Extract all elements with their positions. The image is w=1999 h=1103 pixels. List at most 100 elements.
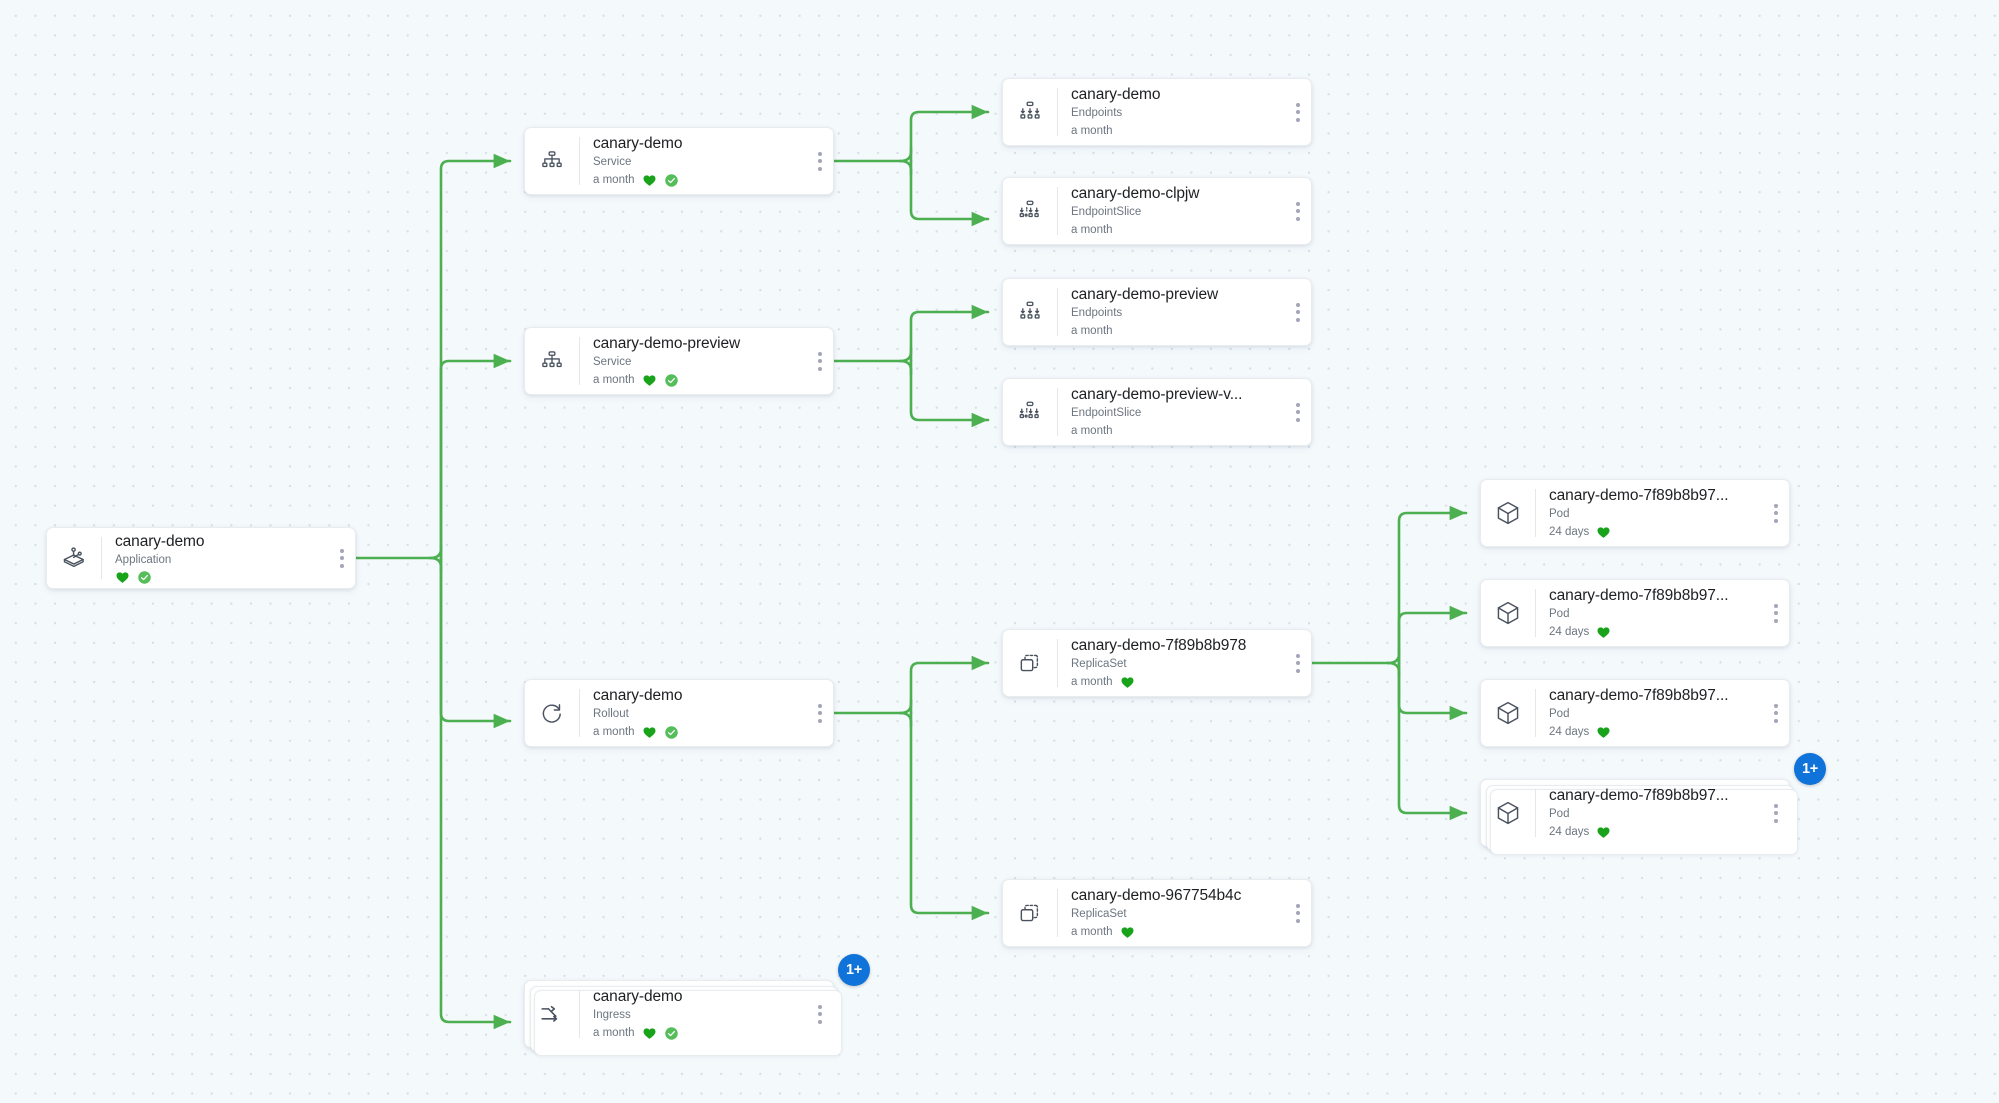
pod-icon	[1481, 480, 1535, 546]
node-title: canary-demo	[1071, 86, 1161, 103]
node-menu-kebab-icon[interactable]	[1763, 780, 1789, 846]
health-status-healthy-icon	[642, 373, 657, 388]
node-meta: a month	[1071, 674, 1279, 690]
health-status-healthy-icon	[1596, 725, 1611, 740]
node-body: canary-demo-7f89b8b97... Pod 24 days	[1536, 586, 1763, 640]
node-menu-kebab-icon[interactable]	[807, 981, 833, 1047]
node-title: canary-demo-7f89b8b97...	[1549, 487, 1729, 504]
node-age: 24 days	[1549, 826, 1590, 838]
service-icon	[525, 128, 579, 194]
node-age: a month	[593, 374, 635, 386]
node-kind: Endpoints	[1071, 307, 1123, 319]
node-divider	[1057, 639, 1058, 687]
node-menu-kebab-icon[interactable]	[1285, 379, 1311, 445]
node-meta: a month	[593, 372, 801, 388]
node-age: a month	[593, 1027, 635, 1039]
node-menu-kebab-icon[interactable]	[807, 680, 833, 746]
ingress-icon	[525, 981, 579, 1047]
node-count-badge[interactable]: 1+	[1794, 753, 1826, 785]
node-title: canary-demo-967754b4c	[1071, 887, 1242, 904]
pod-icon	[1481, 680, 1535, 746]
health-status-healthy-icon	[1120, 675, 1135, 690]
node-menu-kebab-icon[interactable]	[807, 328, 833, 394]
node-meta: a month	[1071, 423, 1279, 439]
node-divider	[1057, 388, 1058, 436]
resource-node-pod-13[interactable]: canary-demo-7f89b8b97... Pod 24 days	[1480, 779, 1798, 855]
node-age: a month	[1071, 676, 1113, 688]
node-age: 24 days	[1549, 526, 1590, 538]
node-menu-kebab-icon[interactable]	[1763, 680, 1789, 746]
node-title: canary-demo	[593, 988, 683, 1005]
node-kind: Pod	[1549, 808, 1570, 820]
node-menu-kebab-icon[interactable]	[1285, 880, 1311, 946]
node-kind: Ingress	[593, 1009, 631, 1021]
node-title: canary-demo-7f89b8b97...	[1549, 587, 1729, 604]
node-divider	[579, 990, 580, 1038]
endpointslice-icon	[1003, 379, 1057, 445]
node-count-badge[interactable]: 1+	[838, 954, 870, 986]
node-kind: ReplicaSet	[1071, 908, 1127, 920]
endpointslice-icon	[1003, 178, 1057, 244]
node-title: canary-demo-7f89b8b97...	[1549, 787, 1729, 804]
replicaset-icon	[1003, 880, 1057, 946]
node-kind: ReplicaSet	[1071, 658, 1127, 670]
node-meta: a month	[1071, 924, 1279, 940]
node-menu-kebab-icon[interactable]	[329, 528, 355, 588]
sync-status-synced-icon	[664, 373, 679, 388]
node-kind: Endpoints	[1071, 107, 1123, 119]
node-menu-kebab-icon[interactable]	[1763, 580, 1789, 646]
node-meta: a month	[1071, 323, 1279, 339]
resource-node-pod-11[interactable]: canary-demo-7f89b8b97... Pod 24 days	[1480, 579, 1790, 647]
health-status-healthy-icon	[1596, 625, 1611, 640]
replicaset-icon	[1003, 630, 1057, 696]
node-age: a month	[1071, 926, 1113, 938]
health-status-healthy-icon	[1120, 925, 1135, 940]
node-divider	[1535, 489, 1536, 537]
node-title: canary-demo-7f89b8b978	[1071, 637, 1247, 654]
node-menu-kebab-icon[interactable]	[807, 128, 833, 194]
node-age: 24 days	[1549, 726, 1590, 738]
health-status-healthy-icon	[642, 173, 657, 188]
node-menu-kebab-icon[interactable]	[1285, 630, 1311, 696]
node-age: 24 days	[1549, 626, 1590, 638]
node-menu-kebab-icon[interactable]	[1285, 79, 1311, 145]
node-meta: 24 days	[1549, 724, 1757, 740]
node-age: a month	[1071, 325, 1113, 337]
node-menu-kebab-icon[interactable]	[1285, 178, 1311, 244]
node-title: canary-demo	[115, 532, 205, 550]
node-divider	[1057, 88, 1058, 136]
node-title: canary-demo-7f89b8b97...	[1549, 687, 1729, 704]
sync-status-synced-icon	[664, 173, 679, 188]
node-age: a month	[593, 174, 635, 186]
node-body: canary-demo-7f89b8b97... Pod 24 days	[1536, 786, 1763, 840]
node-kind: EndpointSlice	[1071, 206, 1142, 218]
node-divider	[1057, 889, 1058, 937]
node-menu-kebab-icon[interactable]	[1763, 480, 1789, 546]
node-menu-kebab-icon[interactable]	[1285, 279, 1311, 345]
node-kind: Pod	[1549, 608, 1570, 620]
node-title: canary-demo-preview-v...	[1071, 386, 1243, 403]
health-status-healthy-icon	[1596, 525, 1611, 540]
node-meta: 24 days	[1549, 824, 1757, 840]
